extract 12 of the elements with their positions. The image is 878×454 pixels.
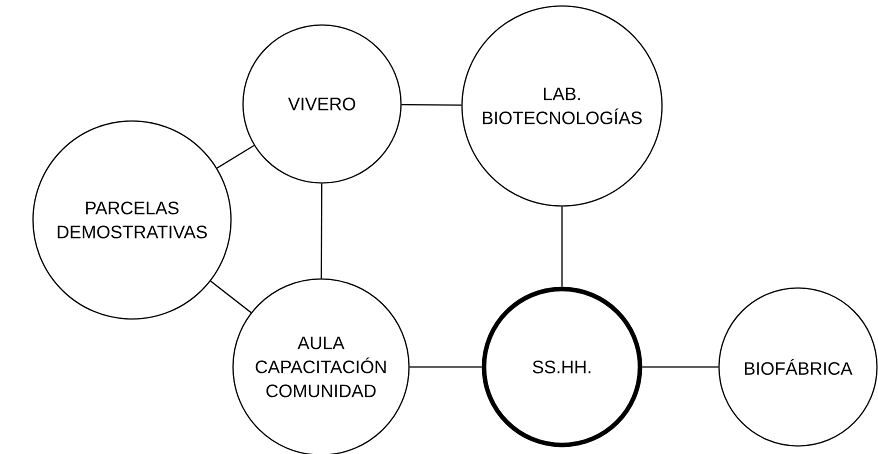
connector-line: [402, 104, 462, 106]
circle-node: PARCELAS DEMOSTRATIVAS: [32, 120, 232, 320]
circle-node: LAB. BIOTECNOLOGÍAS: [461, 5, 663, 207]
connector-line: [561, 206, 563, 287]
connector-line: [216, 144, 254, 169]
circle-node: SS.HH.: [482, 286, 642, 448]
circle-node: BIOFÁBRICA: [718, 287, 878, 447]
connector-line: [320, 184, 322, 278]
circle-node: VIVERO: [242, 24, 402, 184]
connector-line: [642, 366, 718, 368]
connector-line: [210, 280, 252, 314]
connector-line: [410, 366, 482, 368]
